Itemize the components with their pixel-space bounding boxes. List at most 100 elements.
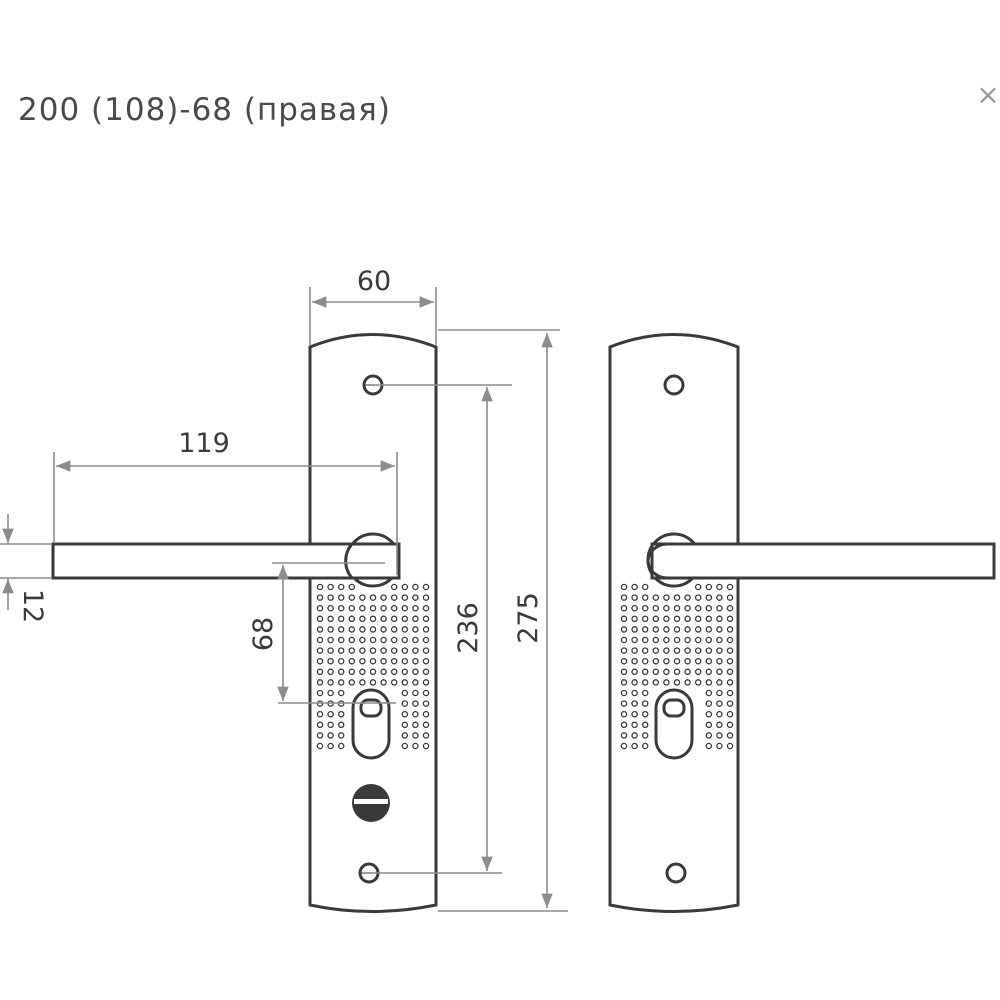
pattern-dot	[316, 626, 324, 633]
pattern-dot	[631, 583, 638, 591]
pattern-dot	[620, 594, 628, 601]
pattern-dot	[348, 636, 356, 644]
pattern-dot	[663, 679, 670, 686]
pattern-dot	[359, 679, 366, 686]
pattern-dot	[652, 679, 660, 686]
pattern-dot	[694, 626, 702, 633]
pattern-dot	[401, 604, 409, 612]
pattern-dot	[673, 636, 681, 644]
pattern-dot	[390, 657, 398, 665]
pattern-dot	[726, 700, 734, 707]
pattern-dot	[726, 626, 734, 633]
pattern-dot	[412, 742, 419, 750]
pattern-dot	[422, 668, 430, 676]
pattern-dot	[337, 668, 345, 676]
pattern-dot	[716, 604, 723, 612]
pattern-dot	[412, 583, 419, 591]
pattern-dot	[684, 594, 691, 601]
pattern-dot	[316, 742, 324, 750]
pattern-dot	[705, 626, 713, 633]
dot-pattern	[620, 583, 734, 750]
pattern-dot	[422, 721, 430, 729]
close-icon[interactable]: ×	[976, 78, 1000, 111]
pattern-dot	[401, 626, 409, 633]
pattern-dot	[380, 594, 387, 601]
pattern-dot	[705, 679, 713, 686]
product-title: 200 (108)-68 (правая)	[18, 92, 391, 128]
pattern-dot	[620, 626, 628, 633]
pattern-dot	[705, 742, 713, 750]
pattern-dot	[327, 668, 334, 676]
right-handle-plate	[608, 333, 996, 913]
pattern-dot	[327, 710, 334, 718]
pattern-dot	[620, 615, 628, 623]
pattern-dot	[705, 689, 713, 697]
pattern-dot	[401, 679, 409, 686]
pattern-dot	[348, 583, 356, 591]
pattern-dot	[705, 710, 713, 718]
pattern-dot	[620, 657, 628, 665]
pattern-dot	[652, 615, 660, 623]
pattern-dot	[620, 604, 628, 612]
lever-arm	[650, 542, 996, 580]
pattern-dot	[359, 636, 366, 644]
pattern-dot	[631, 689, 638, 697]
pattern-dot	[726, 583, 734, 591]
pattern-dot	[327, 604, 334, 612]
pattern-dot	[359, 657, 366, 665]
pattern-dot	[316, 604, 324, 612]
pattern-dot	[348, 626, 356, 633]
pattern-dot	[726, 689, 734, 697]
cylinder-keyhole-icon	[654, 688, 694, 760]
pattern-dot	[316, 732, 324, 739]
pattern-dot	[337, 721, 345, 729]
pattern-dot	[327, 742, 334, 750]
pattern-dot	[390, 615, 398, 623]
pattern-dot	[631, 615, 638, 623]
pattern-dot	[337, 742, 345, 750]
pattern-dot	[620, 721, 628, 729]
pattern-dot	[327, 647, 334, 654]
pattern-dot	[401, 583, 409, 591]
pattern-dot	[620, 700, 628, 707]
pattern-dot	[694, 636, 702, 644]
pattern-dot	[412, 710, 419, 718]
pattern-dot	[684, 657, 691, 665]
pattern-dot	[327, 594, 334, 601]
pattern-dot	[705, 700, 713, 707]
pattern-dot	[716, 594, 723, 601]
pattern-dot	[369, 668, 377, 676]
pattern-dot	[316, 583, 324, 591]
pattern-dot	[380, 668, 387, 676]
pattern-dot	[694, 583, 702, 591]
pattern-dot	[631, 647, 638, 654]
dimension-label-lever-thickness: 12	[17, 589, 48, 623]
pattern-dot	[716, 689, 723, 697]
pattern-dot	[412, 604, 419, 612]
pattern-dot	[337, 594, 345, 601]
pattern-dot	[337, 636, 345, 644]
pattern-dot	[380, 647, 387, 654]
pattern-dot	[412, 636, 419, 644]
pattern-dot	[316, 636, 324, 644]
pattern-dot	[316, 679, 324, 686]
pattern-dot	[694, 604, 702, 612]
pattern-dot	[726, 636, 734, 644]
pattern-dot	[631, 700, 638, 707]
pattern-dot	[359, 647, 366, 654]
pattern-dot	[694, 615, 702, 623]
dimension-lines	[0, 287, 568, 912]
pattern-dot	[337, 657, 345, 665]
pattern-dot	[620, 668, 628, 676]
pattern-dot	[694, 679, 702, 686]
pattern-dot	[412, 615, 419, 623]
pattern-dot	[620, 636, 628, 644]
pattern-dot	[705, 732, 713, 739]
pattern-dot	[631, 732, 638, 739]
pattern-dot	[684, 636, 691, 644]
pattern-dot	[380, 615, 387, 623]
pattern-dot	[401, 636, 409, 644]
pattern-dot	[726, 594, 734, 601]
pattern-dot	[663, 668, 670, 676]
pattern-dot	[422, 583, 430, 591]
